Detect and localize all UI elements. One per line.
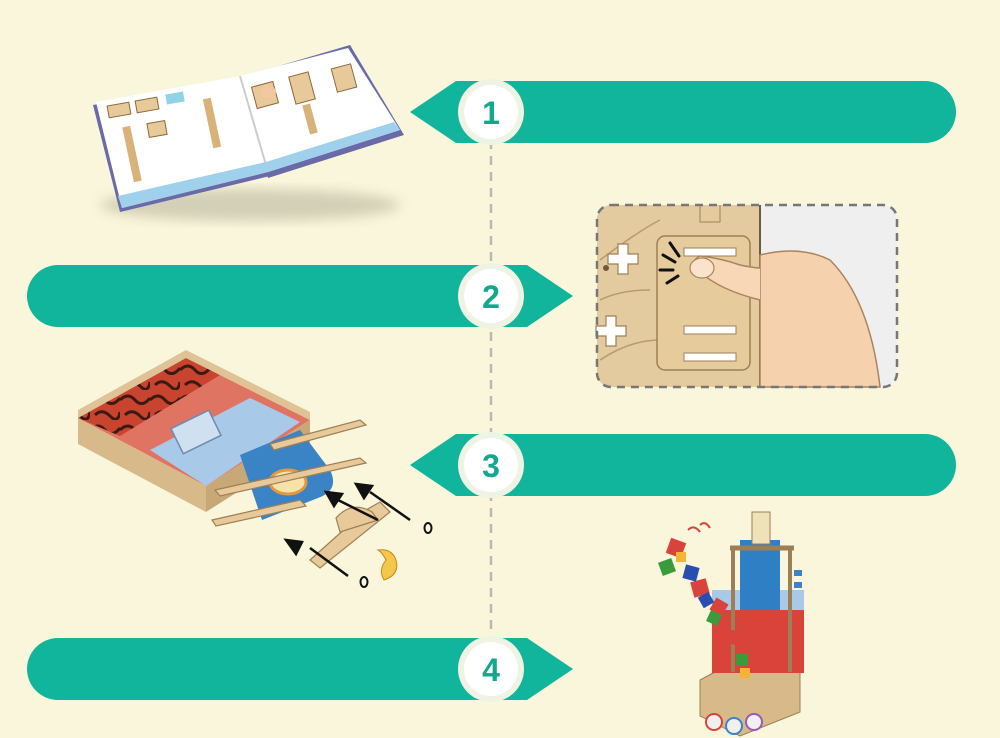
step-3: 3 [78,350,956,588]
step-1-arrow [410,81,956,143]
step-3-number: 3 [482,448,500,484]
step-4-arrow [27,638,573,700]
step-4: 4 [27,511,804,737]
finished-toy-image [658,511,804,737]
step-2-arrow [27,265,573,327]
step-1: 1 [93,45,956,221]
press-out-piece-image [595,203,899,389]
step-4-number: 4 [482,652,500,688]
step-2: 2 [27,203,899,389]
step-3-arrow [410,434,956,496]
assemble-tray-image [78,350,433,588]
step-1-number: 1 [482,95,500,131]
instruction-booklet-image [93,45,404,221]
step-2-number: 2 [482,279,500,315]
plus-sign [595,243,639,347]
